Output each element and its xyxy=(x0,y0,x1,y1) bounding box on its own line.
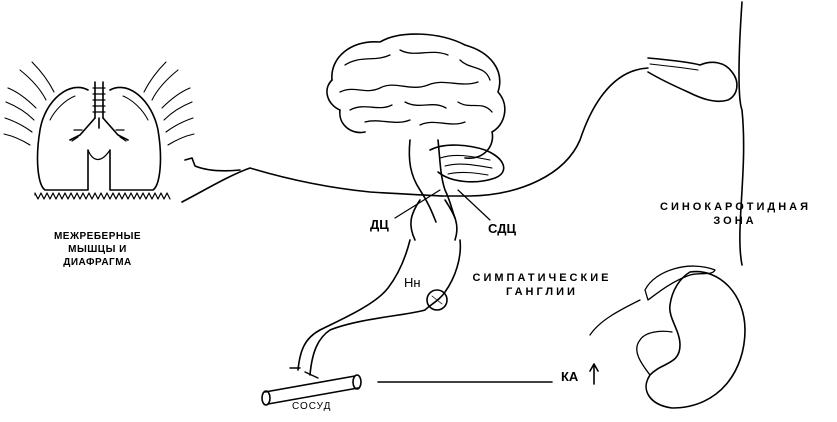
dc-pointer xyxy=(395,190,440,218)
sdc-label: СДЦ xyxy=(488,221,516,236)
spinal-path-left xyxy=(411,200,420,240)
sympathetic-pathway xyxy=(298,240,410,370)
ganglion-node xyxy=(427,290,447,310)
carotid-sinus-icon xyxy=(648,2,744,265)
nerve-branch xyxy=(185,158,240,171)
muscles-label: МЕЖРЕБЕРНЫЕ МЫШЦЫ И ДИАФРАГМА xyxy=(40,232,155,268)
spinal-path-right xyxy=(445,200,457,240)
nn-label: Нн xyxy=(404,275,421,290)
sympathetic-label: СИМПАТИЧЕСКИЕ ГАНГЛИИ xyxy=(462,273,622,298)
carotid-label-line-2: ЗОНА xyxy=(713,215,757,227)
kidney-icon xyxy=(590,266,745,408)
sdc-pointer xyxy=(458,190,490,220)
sympathetic-label-line-2: ГАНГЛИИ xyxy=(506,286,578,298)
ka-up-arrow xyxy=(590,364,598,384)
muscles-label-line-1: МЕЖРЕБЕРНЫЕ xyxy=(53,231,142,242)
sympathetic-label-line-1: СИМПАТИЧЕСКИЕ xyxy=(472,272,612,284)
respiratory-nerve xyxy=(182,168,442,202)
ka-label: КА xyxy=(561,369,579,384)
carotid-label-line-1: СИНОКАРОТИДНАЯ xyxy=(660,201,812,213)
lungs-icon xyxy=(4,62,194,199)
muscles-label-line-2: МЫШЦЫ И xyxy=(68,244,127,255)
dc-label: ДЦ xyxy=(370,217,389,232)
vessel-icon xyxy=(262,375,361,405)
brain-icon xyxy=(327,34,505,222)
carotid-nerve xyxy=(442,68,648,196)
vessel-label: СОСУД xyxy=(292,401,332,412)
muscles-label-line-3: ДИАФРАГМА xyxy=(63,257,132,268)
carotid-label: СИНОКАРОТИДНАЯ ЗОНА xyxy=(660,202,810,227)
